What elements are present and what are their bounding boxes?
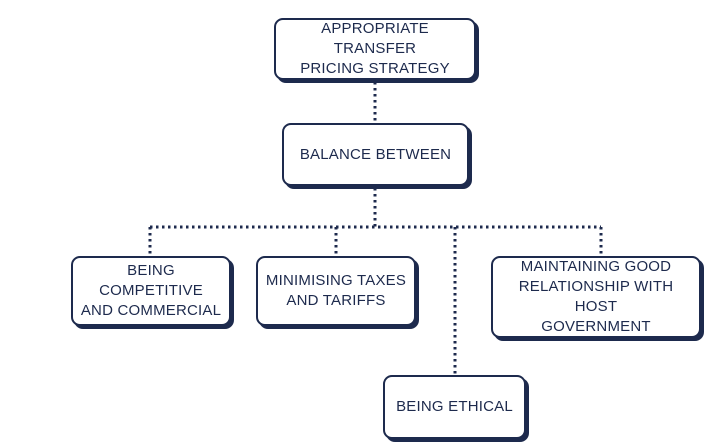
taxes-node-label: MINIMISING TAXES AND TARIFFS: [265, 272, 407, 309]
government-node-box: MAINTAINING GOOD RELATIONSHIP WITH HOST …: [491, 256, 701, 338]
competitive-node-label: BEING COMPETITIVE AND COMMERCIAL: [80, 262, 222, 319]
ethical-node-box: BEING ETHICAL: [383, 375, 526, 439]
competitive-node-box: BEING COMPETITIVE AND COMMERCIAL: [71, 256, 231, 326]
ethical-node-label: BEING ETHICAL: [396, 398, 513, 415]
government-node-label: MAINTAINING GOOD RELATIONSHIP WITH HOST …: [518, 258, 674, 335]
balance-node-label: BALANCE BETWEEN: [299, 145, 452, 163]
root-node-label: APPROPRIATE TRANSFER PRICING STRATEGY: [300, 20, 450, 77]
taxes-node-box: MINIMISING TAXES AND TARIFFS: [256, 256, 416, 326]
root-node-box: APPROPRIATE TRANSFER PRICING STRATEGY: [274, 18, 476, 80]
balance-node-box: BALANCE BETWEEN: [282, 123, 469, 186]
